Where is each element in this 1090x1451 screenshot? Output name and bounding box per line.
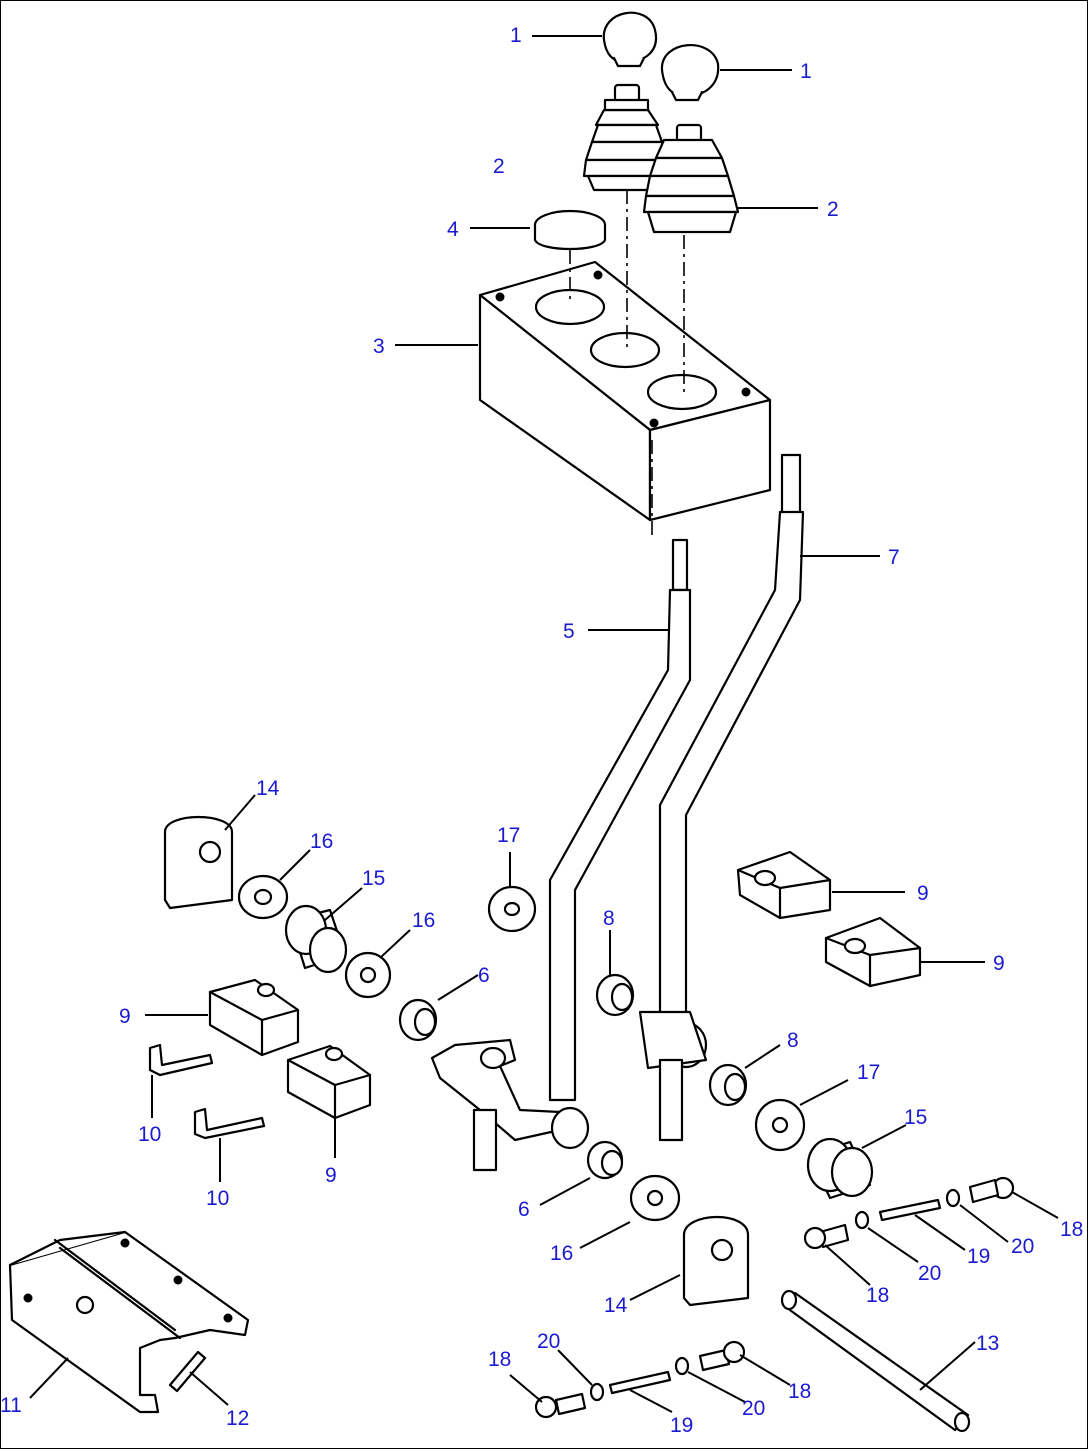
callout-11: 11 — [0, 1394, 22, 1417]
callout-labels: 1 1 2 2 4 3 7 5 14 16 15 17 16 6 8 9 9 9… — [0, 24, 1083, 1437]
pin-12 — [168, 1350, 207, 1393]
callout-4: 4 — [447, 218, 459, 241]
callout-2-b: 2 — [827, 198, 839, 221]
callout-16-a: 16 — [310, 830, 333, 853]
callout-9-d: 9 — [325, 1164, 337, 1187]
callout-20-b: 20 — [918, 1262, 941, 1285]
rod-13 — [780, 1289, 971, 1433]
boot-right — [642, 123, 740, 234]
callout-8-b: 8 — [787, 1029, 799, 1052]
callout-18-b: 18 — [866, 1284, 889, 1307]
bushing-8-a — [595, 973, 635, 1017]
bracket-14-left — [163, 816, 234, 910]
callout-14-a: 14 — [256, 777, 280, 800]
bushing-6-b — [586, 1140, 624, 1180]
boot-left — [582, 83, 674, 192]
callout-7: 7 — [888, 546, 900, 569]
callout-15-b: 15 — [904, 1106, 927, 1129]
callout-10-a: 10 — [138, 1123, 161, 1146]
callout-16-b: 16 — [412, 909, 435, 932]
bushing-8-b — [708, 1063, 748, 1107]
callout-6-b: 6 — [518, 1198, 530, 1221]
lever-housing — [478, 260, 772, 522]
bracket-14-right — [682, 1215, 750, 1307]
callout-20-c: 20 — [537, 1330, 560, 1353]
washer-16-c — [629, 1174, 681, 1222]
callout-14-b: 14 — [604, 1294, 628, 1317]
pin-10-b — [193, 1107, 266, 1140]
block-9-a — [736, 850, 832, 920]
callout-9-a: 9 — [917, 882, 929, 905]
callout-8-a: 8 — [603, 907, 615, 930]
bushing-15-a — [284, 904, 348, 974]
callout-10-b: 10 — [206, 1187, 229, 1210]
block-9-b — [824, 916, 922, 988]
cover-cap — [533, 209, 607, 251]
callout-20-d: 20 — [742, 1397, 765, 1420]
pin-10-a — [148, 1043, 214, 1077]
linkage-bottom — [534, 1340, 746, 1419]
callout-2-a: 2 — [493, 155, 505, 178]
washer-17-a — [487, 885, 537, 933]
callout-19-b: 19 — [670, 1414, 693, 1437]
callout-1-a: 1 — [510, 24, 522, 47]
callout-6-a: 6 — [478, 964, 490, 987]
lever-5 — [430, 538, 692, 1172]
washer-16-a — [237, 874, 289, 920]
knob-right — [660, 43, 720, 102]
callout-15-a: 15 — [362, 867, 385, 890]
callout-3: 3 — [373, 335, 385, 358]
block-9-d — [286, 1044, 372, 1120]
callout-16-c: 16 — [550, 1242, 573, 1265]
callout-18-a: 18 — [1060, 1218, 1083, 1241]
leader-lines — [29, 35, 1059, 1413]
callout-19-a: 19 — [967, 1245, 990, 1268]
callout-17-b: 17 — [857, 1061, 880, 1084]
linkage-right — [803, 1176, 1015, 1250]
knob-left — [602, 11, 658, 68]
callout-18-c: 18 — [488, 1348, 511, 1371]
callout-12: 12 — [226, 1407, 249, 1430]
callout-9-b: 9 — [993, 952, 1005, 975]
washer-17-b — [754, 1098, 806, 1152]
washer-16-b — [344, 951, 392, 999]
callout-5: 5 — [563, 620, 575, 643]
block-9-c — [208, 978, 300, 1057]
callout-20-a: 20 — [1011, 1235, 1034, 1258]
callout-9-c: 9 — [119, 1005, 131, 1028]
bushing-6-a — [398, 998, 438, 1042]
bushing-15-b — [806, 1137, 874, 1200]
lever-7 — [638, 453, 805, 1142]
callout-13: 13 — [976, 1332, 999, 1355]
callout-17-a: 17 — [497, 824, 520, 847]
hinge-plate-11 — [8, 1230, 250, 1414]
callout-18-d: 18 — [788, 1380, 811, 1403]
callout-1-b: 1 — [800, 60, 812, 83]
